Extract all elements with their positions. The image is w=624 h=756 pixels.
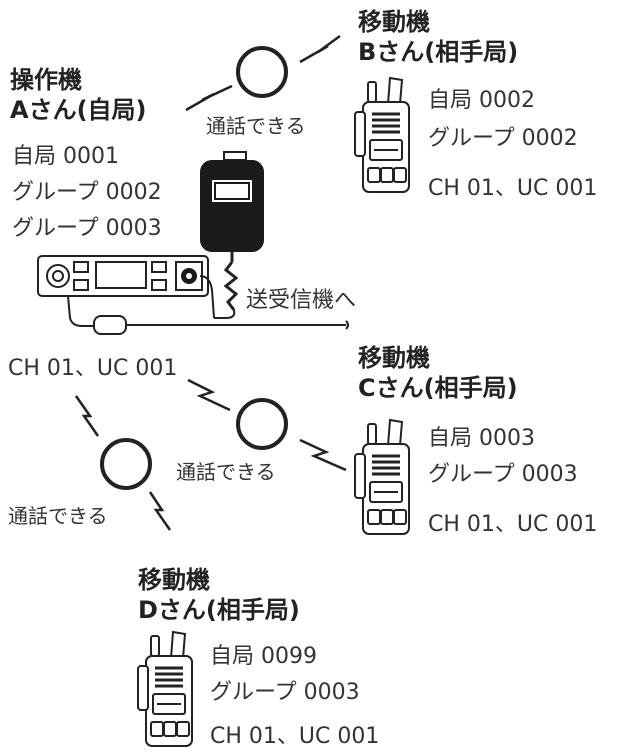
station-c-group: グループ 0003 — [428, 462, 578, 487]
handheld-radio-c — [353, 418, 411, 536]
station-c-role: 移動機 — [358, 344, 430, 372]
bolt-c-upper — [187, 378, 231, 412]
station-c-own-id: 自局 0003 — [428, 426, 535, 451]
bolt-c-lower — [299, 438, 347, 472]
operator-a-role: 操作機 — [10, 66, 82, 94]
station-b-channel: CH 01、UC 001 — [428, 176, 598, 201]
station-d-role: 移動機 — [138, 566, 210, 594]
talk-label-mid: 通話できる — [176, 460, 276, 484]
bolt-b-top — [299, 34, 341, 64]
station-b-group: グループ 0002 — [428, 126, 578, 151]
operator-a-own-id: 自局 0001 — [12, 144, 119, 169]
station-d-channel: CH 01、UC 001 — [210, 724, 380, 749]
talk-label-left: 通話できる — [8, 504, 108, 528]
operator-a-group-2: グループ 0003 — [12, 216, 162, 241]
to-transceiver-label: 送受信機へ — [246, 288, 357, 313]
handheld-radio-d — [136, 630, 194, 748]
signal-circle-mid — [236, 398, 288, 450]
signal-circle-left — [100, 438, 152, 490]
base-radio-unit — [37, 255, 349, 335]
station-b-role: 移動機 — [358, 8, 430, 36]
bolt-d-upper — [74, 395, 100, 437]
handheld-radio-b — [353, 76, 411, 194]
station-d-own-id: 自局 0099 — [210, 644, 317, 669]
speaker-microphone — [200, 151, 264, 319]
station-b-own-id: 自局 0002 — [428, 88, 535, 113]
station-d-name: Dさん(相手局) — [138, 596, 300, 624]
station-d-group: グループ 0003 — [210, 680, 360, 705]
bolt-a-top — [185, 84, 233, 112]
operator-a-name: Aさん(自局) — [10, 96, 147, 124]
signal-circle-top — [236, 46, 288, 98]
station-b-name: Bさん(相手局) — [358, 38, 519, 66]
station-c-channel: CH 01、UC 001 — [428, 512, 598, 537]
channel-left: CH 01、UC 001 — [8, 356, 178, 381]
bolt-d-lower — [148, 491, 172, 531]
talk-label-top: 通話できる — [206, 114, 306, 138]
station-c-name: Cさん(相手局) — [358, 374, 518, 402]
operator-a-group-1: グループ 0002 — [12, 180, 162, 205]
